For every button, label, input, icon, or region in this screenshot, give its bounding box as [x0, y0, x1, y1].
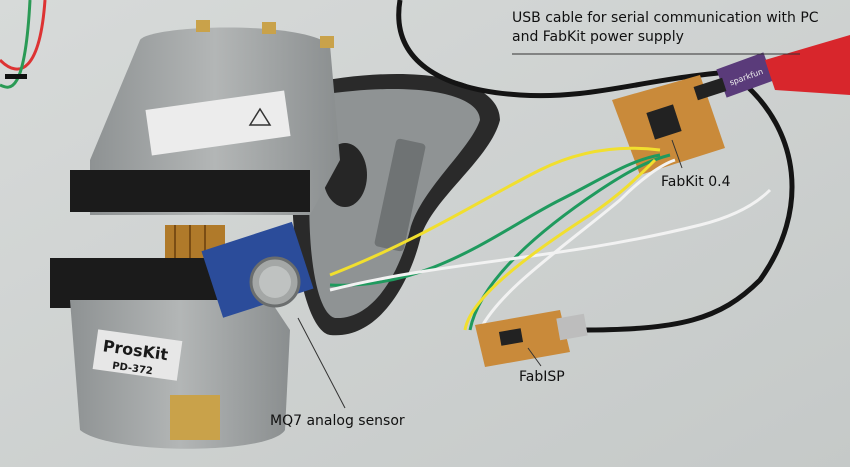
fabisp-annotation: FabISP [519, 369, 565, 385]
fabkit-chip [646, 104, 682, 140]
usb-cable-black [396, 0, 761, 99]
fabisp-board [475, 310, 570, 367]
brand-label-plate [92, 329, 183, 381]
green-wire-left [0, 0, 32, 89]
brass-screw [170, 395, 220, 440]
fabisp-usb-connector [556, 313, 588, 341]
mq7-annotation: MQ7 analog sensor [270, 413, 405, 429]
fabkit-header [693, 77, 727, 101]
rubber-pad-top [70, 170, 310, 212]
fabkit-annotation: FabKit 0.4 [661, 174, 731, 190]
usb-annotation-line2: and FabKit power supply [512, 29, 684, 45]
screw-cap-1 [196, 20, 210, 32]
usb-annotation-line1: USB cable for serial communication with … [512, 10, 819, 26]
wire-white-1 [478, 158, 676, 331]
vise-arm [374, 138, 426, 252]
wire-yellow-2 [463, 158, 657, 331]
mq7-leader-line [297, 317, 346, 409]
fabisp-chip [498, 328, 524, 346]
fabisp-leader-line [527, 347, 542, 367]
wire-green-1 [329, 153, 661, 287]
wire-white-2 [329, 188, 772, 292]
red-wire [0, 0, 47, 71]
wire-yellow [329, 146, 661, 277]
usb-ftdi-board [716, 52, 774, 98]
warning-icon [248, 107, 272, 126]
screw-cap-2 [262, 22, 276, 34]
cable-tie [5, 74, 27, 79]
usb-cable-annotation: USB cable for serial communication with … [512, 9, 819, 47]
usb-plug-red [765, 35, 850, 95]
isp-cable-black [579, 78, 795, 333]
fabkit-leader-line [671, 139, 683, 169]
screw-cap-3 [320, 36, 334, 48]
warning-sticker [145, 90, 291, 156]
